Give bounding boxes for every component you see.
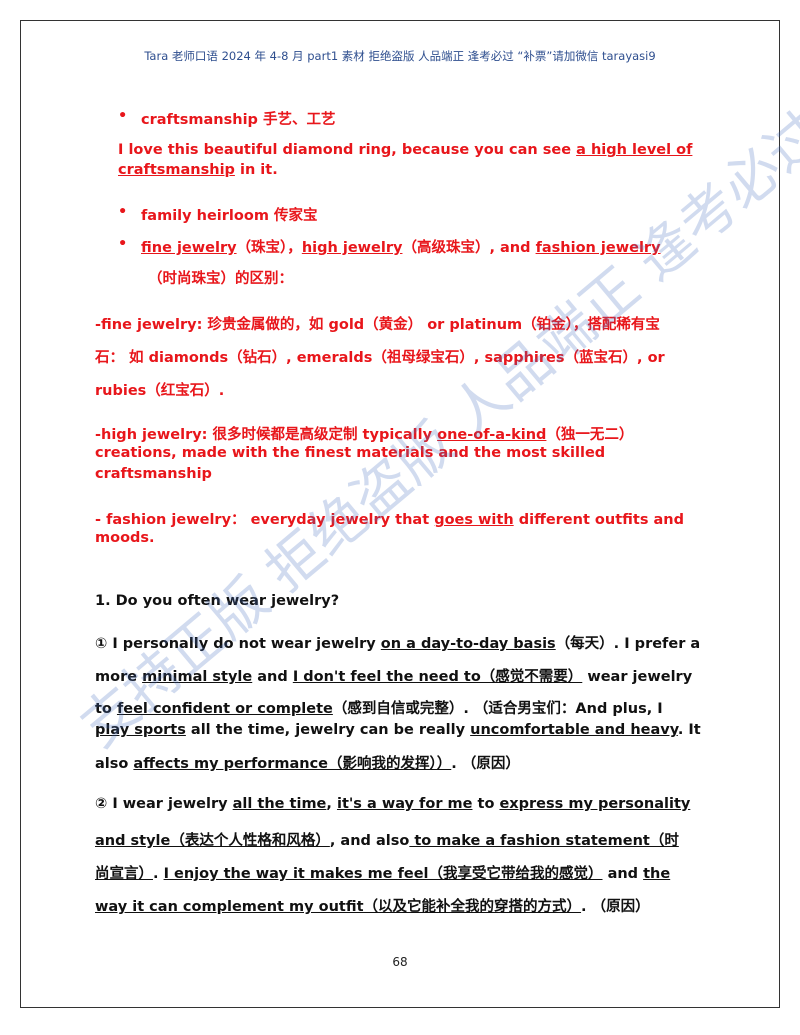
- craftsmanship-example-line1: I love this beautiful diamond ring, beca…: [118, 142, 693, 158]
- page-border: [20, 20, 780, 1008]
- high-jewelry-line2: creations, made with the finest material…: [95, 445, 606, 461]
- fine-jewelry-line2: 石： 如 diamonds（钻石）, emeralds（祖母绿宝石）, sapp…: [95, 350, 665, 366]
- high-jewelry-line3: craftsmanship: [95, 466, 212, 482]
- question-title: 1. Do you often wear jewelry?: [95, 593, 340, 609]
- bullet-dot: •: [118, 236, 128, 252]
- page-number: 68: [392, 955, 408, 969]
- answer1-line2: more minimal style and I don't feel the …: [95, 669, 693, 685]
- bullet-family-heirloom: family heirloom 传家宝: [141, 208, 318, 224]
- answer2-line3: 尚宣言）. I enjoy the way it makes me feel（我…: [95, 866, 671, 882]
- answer1-line4: play sports all the time, jewelry can be…: [95, 722, 701, 738]
- bullet-jewelry-types: fine jewelry（珠宝），high jewelry（高级珠宝）, and…: [141, 240, 661, 256]
- answer1-line1: ① I personally do not wear jewelry on a …: [95, 636, 701, 652]
- fashion-jewelry-line1: - fashion jewelry： everyday jewelry that…: [95, 512, 684, 528]
- bullet-jewelry-types-line2: （时尚珠宝）的区别：: [148, 271, 293, 287]
- answer2-line2: and style（表达个人性格和风格）, and also to make a…: [95, 833, 679, 849]
- fashion-jewelry-line2: moods.: [95, 530, 155, 546]
- answer2-line4: way it can complement my outfit（以及它能补全我的…: [95, 899, 650, 915]
- answer1-line5: also affects my performance（影响我的发挥））. （原…: [95, 756, 520, 772]
- craftsmanship-example-line2: craftsmanship in it.: [118, 162, 278, 178]
- page-header: Tara 老师口语 2024 年 4-8 月 part1 素材 拒绝盗版 人品端…: [144, 49, 656, 63]
- high-jewelry-line1: -high jewelry: 很多时候都是高级定制 typically one-…: [95, 427, 634, 443]
- answer2-line1: ② I wear jewelry all the time, it's a wa…: [95, 796, 691, 812]
- fine-jewelry-line3: rubies（红宝石）.: [95, 383, 225, 399]
- bullet-craftsmanship: craftsmanship 手艺、工艺: [141, 112, 336, 128]
- bullet-dot: •: [118, 108, 128, 124]
- fine-jewelry-line1: -fine jewelry: 珍贵金属做的，如 gold（黄金） or plat…: [95, 317, 660, 333]
- answer1-line3: to feel confident or complete（感到自信或完整）. …: [95, 701, 663, 717]
- bullet-dot: •: [118, 204, 128, 220]
